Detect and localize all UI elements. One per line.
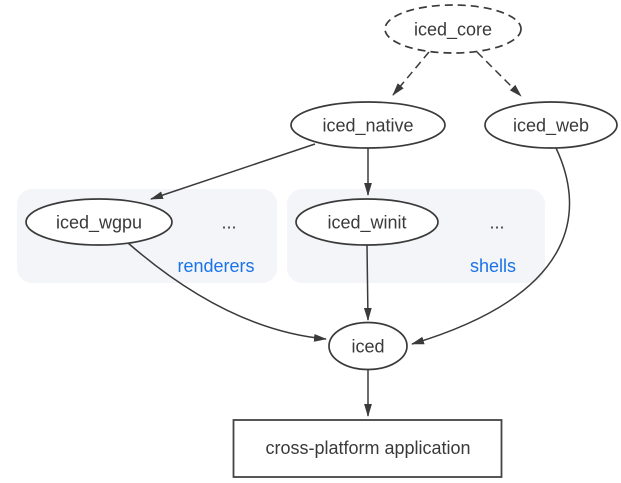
node-iced-winit <box>295 198 439 246</box>
edge-iced-winit-to-iced <box>363 244 372 321</box>
node-iced-winit-label: iced_winit <box>327 213 406 234</box>
edge-iced-core-to-iced-web <box>476 51 522 97</box>
node-iced-native <box>290 101 446 149</box>
node-iced-core <box>384 4 522 54</box>
node-iced-web <box>484 101 618 149</box>
node-application-label: cross-platform application <box>265 438 470 458</box>
edge-iced-core-to-iced-native <box>392 51 430 96</box>
edge-iced-native-to-iced-wgpu <box>150 143 316 200</box>
node-iced-wgpu-label: iced_wgpu <box>56 213 142 234</box>
edge-iced-wgpu-to-iced <box>127 242 327 342</box>
node-iced-core-label: iced_core <box>414 20 492 41</box>
node-iced-web-label: iced_web <box>513 116 589 137</box>
edge-iced-web-to-iced <box>411 147 571 345</box>
node-iced-wgpu <box>25 198 173 246</box>
renderers-group-label: renderers <box>177 256 254 276</box>
node-iced-label: iced <box>351 337 384 357</box>
shells-ellipsis: ... <box>489 213 504 233</box>
node-application-box <box>232 419 503 478</box>
node-iced-native-label: iced_native <box>322 116 413 137</box>
shells-group-label: shells <box>470 256 516 276</box>
renderers-ellipsis: ... <box>221 213 236 233</box>
node-iced <box>328 321 408 371</box>
